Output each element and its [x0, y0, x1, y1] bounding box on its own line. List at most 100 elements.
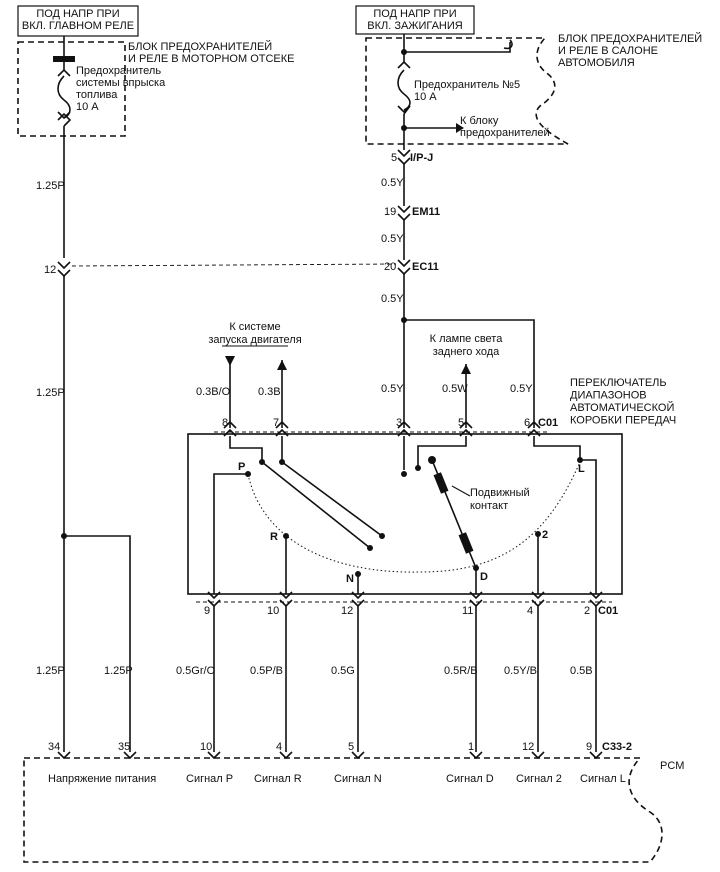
signal-power-label: Напряжение питания — [48, 773, 156, 785]
pin-sw-6: 6 — [524, 417, 530, 429]
pin-pcm-10: 10 — [200, 741, 212, 753]
movable-contact-leader — [451, 485, 471, 497]
signal-r-label: Сигнал R — [254, 773, 302, 785]
wire-label-05y-6: 0.5Y — [510, 383, 533, 395]
pin-ec11-left: 12 — [44, 264, 56, 276]
contact-3 — [401, 471, 407, 477]
engine-fuse-box-outline — [17, 41, 126, 137]
wire-label-05yb: 0.5Y/B — [504, 665, 537, 677]
contact-5 — [415, 465, 421, 471]
wire-label-125p-mid: 1.25P — [36, 387, 65, 399]
fuse-5-symbol — [397, 52, 411, 115]
position-p: P — [238, 461, 245, 473]
pin-pcm-5: 5 — [348, 741, 354, 753]
wire-to-pin-6 — [404, 319, 535, 428]
em11-connector — [397, 205, 411, 222]
pin-sw-9: 9 — [204, 605, 210, 617]
internal-8-to-p — [229, 436, 263, 462]
wire-label-05pb: 0.5P/B — [250, 665, 283, 677]
signal-l-label: Сигнал L — [580, 773, 626, 785]
ipj-connector — [397, 149, 411, 166]
wire-label-03b: 0.3B — [258, 386, 281, 398]
position-r: R — [270, 531, 278, 543]
wire-label-05y-sw: 0.5Y — [381, 383, 404, 395]
wire-125p-branch — [64, 535, 131, 752]
pin-pcm-34: 34 — [48, 741, 60, 753]
pin-sw-5: 5 — [458, 417, 464, 429]
pin-sw-8: 8 — [222, 417, 228, 429]
position-d: D — [480, 571, 488, 583]
cabin-fuse-box-outline — [365, 37, 569, 145]
pin-sw-7: 7 — [273, 417, 279, 429]
pcm-connector — [57, 751, 603, 760]
pin-pcm-35: 35 — [118, 741, 130, 753]
pin-pcm-1: 1 — [468, 741, 474, 753]
wire-label-05y-3: 0.5Y — [381, 293, 404, 305]
pin-em11: 19 — [384, 206, 396, 218]
ignition-branch — [404, 39, 513, 53]
pcm-label: PCM — [660, 760, 684, 772]
pin-sw-10: 10 — [267, 605, 279, 617]
range-switch-body — [187, 433, 623, 595]
wire-label-05rb: 0.5R/B — [444, 665, 478, 677]
internal-l-to-2 — [580, 459, 597, 594]
contact-n-b — [379, 533, 385, 539]
wire-label-05y-2: 0.5Y — [381, 233, 404, 245]
pin-pcm-9: 9 — [586, 741, 592, 753]
position-arc — [247, 461, 581, 573]
ec11-right-connector — [397, 259, 411, 276]
signal-n-label: Сигнал N — [334, 773, 382, 785]
pin-pcm-12: 12 — [522, 741, 534, 753]
pin-ec11-right: 20 — [384, 261, 396, 273]
position-2: 2 — [542, 529, 548, 541]
pcm-outline — [23, 757, 663, 863]
internal-5 — [417, 436, 467, 468]
arrow-reverse-lamp — [461, 364, 471, 374]
movable-contact-block-top — [433, 472, 449, 494]
wire-label-03bo: 0.3B/O — [196, 386, 231, 398]
pin-ipj: 5 — [391, 152, 397, 164]
ignition-power-box — [355, 5, 475, 35]
connector-c01-top: C01 — [538, 417, 558, 429]
connector-ec11: EC11 — [412, 261, 439, 273]
connector-em11: EM11 — [412, 206, 440, 218]
position-l: L — [578, 463, 585, 475]
arrow-start-system-down — [225, 356, 235, 366]
connector-ipj: I/P-J — [410, 152, 433, 164]
movable-contact-block-bottom — [458, 532, 474, 554]
wire-label-05g: 0.5G — [331, 665, 355, 677]
contact-n-a — [367, 545, 373, 551]
pin-pcm-4: 4 — [276, 741, 282, 753]
signal-d-label: Сигнал D — [446, 773, 494, 785]
internal-p-to-9 — [213, 473, 248, 594]
main-relay-power-box — [17, 5, 139, 37]
ec11-left-connector — [57, 261, 71, 278]
pin-sw-11: 11 — [462, 605, 473, 617]
wire-label-125p-b2: 1.25P — [104, 665, 133, 677]
position-n: N — [346, 573, 354, 585]
arrow-start-system-up — [277, 360, 287, 370]
internal-6-to-l — [533, 436, 581, 460]
wire-label-125p-b1: 1.25P — [36, 665, 65, 677]
wire-label-05y-1: 0.5Y — [381, 177, 404, 189]
pin-sw-12: 12 — [341, 605, 353, 617]
pin-sw-2: 2 — [584, 605, 590, 617]
wire-label-05b: 0.5B — [570, 665, 593, 677]
wire-label-05w: 0.5W — [442, 383, 468, 395]
arrow-to-fuse-block — [456, 123, 464, 133]
wire-label-05gro: 0.5Gr/O — [176, 665, 216, 677]
ec11-connector-dashline — [71, 263, 397, 267]
bridge-7-n — [281, 461, 383, 537]
pin-sw-3: 3 — [396, 417, 402, 429]
connector-c33: C33-2 — [602, 741, 632, 753]
